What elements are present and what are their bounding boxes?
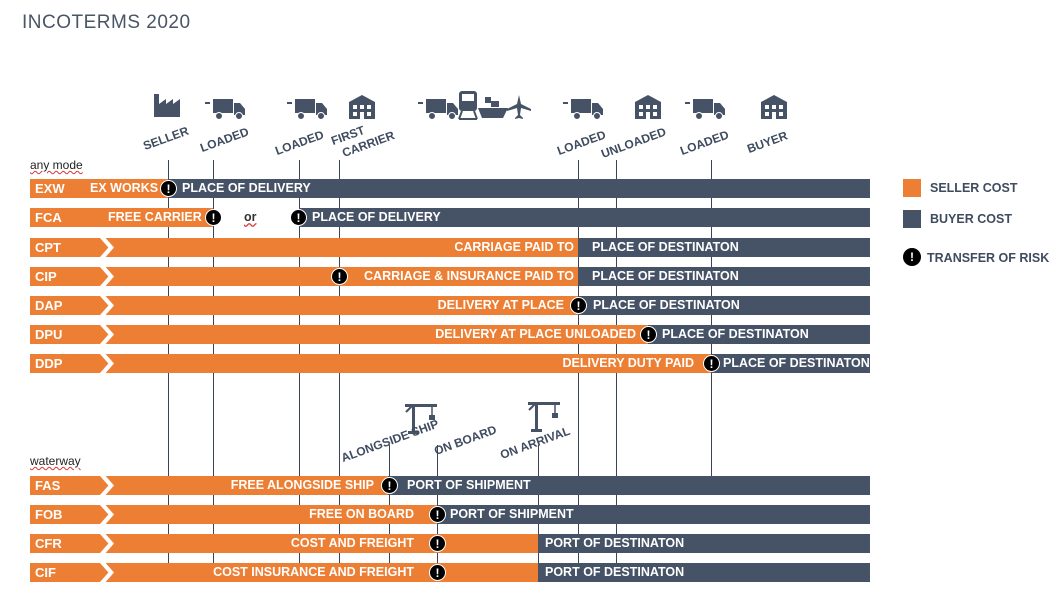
incoterm-code: DAP [30,296,84,315]
seller-text: DELIVERY AT PLACE [437,298,564,312]
legend-label-buyer-cost: BUYER COST [930,212,1012,226]
risk-icon: ! [331,268,348,285]
incoterm-code: EXW [30,179,84,198]
buyer-text: PLACE OF DESTINATON [662,327,809,341]
factory-icon [154,94,180,117]
incoterm-code: CIF [30,563,84,582]
risk-icon: ! [160,180,177,197]
buyer-text: PLACE OF DESTINATON [593,298,740,312]
risk-icon: ! [640,326,657,343]
buyer-text: PLACE OF DESTINATON [592,269,739,283]
incoterm-code: DPU [30,325,84,344]
stage-label-loaded: LOADED [555,127,608,158]
risk-icon: ! [429,506,446,523]
building-icon [761,95,787,119]
stage-label-loaded: LOADED [273,127,326,158]
seller-text: COST INSURANCE AND FREIGHT [213,565,414,579]
incoterm-row-exw: EXW EX WORKS ! PLACE OF DELIVERY [30,179,870,198]
buyer-text: PLACE OF DESTINATON [723,356,870,370]
building-icon [349,95,375,119]
stage-line-loaded-4 [711,160,712,480]
plane-icon [507,95,531,119]
buyer-text: PLACE OF DESTINATON [592,240,739,254]
seller-text: CARRIAGE PAID TO [454,240,574,254]
stage-label-loaded: LOADED [198,124,251,155]
risk-icon: ! [205,209,222,226]
incoterm-row-fca: FCA FREE CARRIER ! or ! PLACE OF DELIVER… [30,208,870,227]
risk-icon: ! [429,535,446,552]
incoterm-row-fob: FOB FREE ON BOARD ! PORT OF SHIPMENT [30,505,870,524]
incoterm-code: DDP [30,354,84,373]
incoterm-row-dpu: DPU DELIVERY AT PLACE UNLOADED ! PLACE O… [30,325,870,344]
legend-swatch-buyer [903,210,921,228]
risk-icon: ! [290,209,307,226]
buyer-text: PLACE OF DELIVERY [312,210,441,224]
ship-icon [478,97,508,118]
stage-label-alongside-ship: ALONGSIDE SHIP [339,416,441,465]
stage-label-buyer: BUYER [745,128,790,156]
seller-text: EX WORKS [90,181,159,195]
incoterm-code: FAS [30,476,84,495]
risk-icon: ! [381,477,398,494]
section-label-any-mode: any mode [30,158,83,172]
truck-icon [685,99,725,120]
seller-text: DELIVERY DUTY PAID [562,356,694,370]
incoterm-row-cip: CIP ! CARRIAGE & INSURANCE PAID TO PLACE… [30,267,870,286]
risk-icon: ! [570,297,587,314]
seller-text: FREE ALONGSIDE SHIP [230,478,374,492]
incoterm-code: CPT [30,238,84,257]
seller-text: DELIVERY AT PLACE UNLOADED [435,327,636,341]
risk-icon: ! [703,355,720,372]
truck-icon [287,99,327,120]
buyer-text: PORT OF SHIPMENT [450,507,574,521]
buyer-text: PORT OF SHIPMENT [407,478,531,492]
incoterm-row-cfr: CFR COST AND FREIGHT ! PORT OF DESTINATO… [30,534,870,553]
crane-icon [528,402,560,432]
incoterm-row-cpt: CPT CARRIAGE PAID TO PLACE OF DESTINATON [30,238,870,257]
seller-text: COST AND FREIGHT [290,536,414,550]
stage-label-loaded: LOADED [678,127,731,158]
page-title: INCOTERMS 2020 [22,12,191,33]
train-icon [458,91,478,120]
legend-label-seller-cost: SELLER COST [930,181,1018,195]
risk-icon: ! [429,564,446,581]
section-label-waterway: waterway [30,454,81,468]
incoterm-code: FOB [30,505,84,524]
seller-text: CARRIAGE & INSURANCE PAID TO [364,269,574,283]
or-text: or [244,210,257,224]
stage-label-unloaded: UNLOADED [599,124,668,161]
truck-icon [418,99,458,120]
incoterm-row-fas: FAS FREE ALONGSIDE SHIP ! PORT OF SHIPME… [30,476,870,495]
buyer-text: PORT OF DESTINATON [545,565,685,579]
incoterm-code: CFR [30,534,84,553]
buyer-text: PLACE OF DELIVERY [182,181,311,195]
legend-label-transfer-of-risk: TRANSFER OF RISK [927,251,1050,265]
stage-label-seller: SELLER [141,123,191,153]
incoterm-row-cif: CIF COST INSURANCE AND FREIGHT ! PORT OF… [30,563,870,582]
stage-label-on-board: ON BOARD [432,422,499,458]
risk-icon: ! [903,248,921,266]
truck-icon [205,99,245,120]
incoterm-row-ddp: DDP DELIVERY DUTY PAID ! PLACE OF DESTIN… [30,354,870,373]
crane-icon [405,404,437,434]
legend-swatch-seller [903,179,921,197]
incoterm-code: FCA [30,208,84,227]
buyer-text: PORT OF DESTINATON [545,536,685,550]
seller-text: FREE CARRIER [108,210,202,224]
seller-text: FREE ON BOARD [309,507,414,521]
incoterm-row-dap: DAP DELIVERY AT PLACE ! PLACE OF DESTINA… [30,296,870,315]
building-icon [635,95,661,119]
incoterm-code: CIP [30,267,84,286]
truck-icon [563,99,603,120]
